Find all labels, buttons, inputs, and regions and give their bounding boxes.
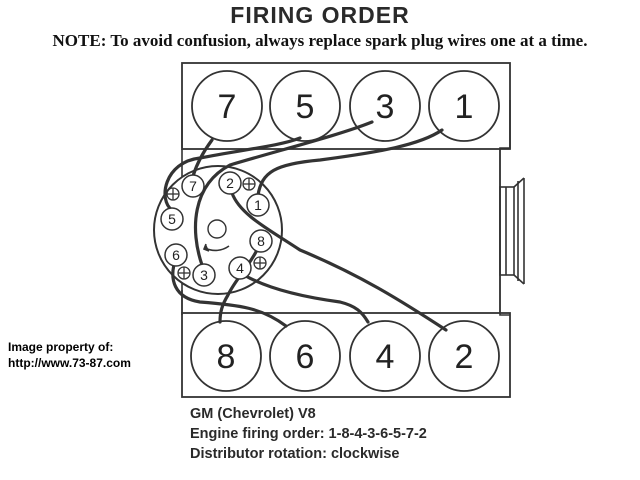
wire-7 xyxy=(191,138,214,178)
distributor-label-6: 6 xyxy=(172,247,180,263)
distributor-rotation-text: Distributor rotation: clockwise xyxy=(190,446,400,462)
cylinder-label-7: 7 xyxy=(218,88,237,126)
wire-1 xyxy=(256,128,444,197)
distributor-label-2: 2 xyxy=(226,175,234,191)
distributor-terminal-5 xyxy=(160,207,184,231)
cylinder-label-8: 8 xyxy=(217,338,236,376)
rotation-arrow-icon xyxy=(202,243,230,252)
wire-6 xyxy=(171,256,288,328)
cylinder-label-1: 1 xyxy=(455,88,474,126)
distributor-terminal-7 xyxy=(181,174,205,198)
bottom-cylinder-bank xyxy=(181,312,511,398)
cylinder-6 xyxy=(269,320,341,392)
distributor-terminal-3 xyxy=(192,263,216,287)
rotor-center xyxy=(207,219,227,239)
image-credit-label: Image property of: xyxy=(8,340,114,354)
distributor-label-5: 5 xyxy=(168,211,176,227)
cylinder-2 xyxy=(428,320,500,392)
distributor-terminal-1 xyxy=(246,193,270,217)
cylinder-5 xyxy=(269,70,341,142)
distributor-terminal-4 xyxy=(228,256,252,280)
image-credit-url: http://www.73-87.com xyxy=(8,356,131,370)
cylinder-1 xyxy=(428,70,500,142)
firing-order-text: Engine firing order: 1-8-4-3-6-5-7-2 xyxy=(190,426,427,442)
distributor-terminal-8 xyxy=(249,229,273,253)
cap-screw-icon-upper-left xyxy=(166,187,180,201)
distributor-terminal-6 xyxy=(164,243,188,267)
cylinder-7 xyxy=(191,70,263,142)
distributor-label-4: 4 xyxy=(236,260,244,276)
wire-2 xyxy=(230,191,448,332)
distributor-label-8: 8 xyxy=(257,233,265,249)
distributor-label-3: 3 xyxy=(200,267,208,283)
wire-4 xyxy=(242,273,370,324)
cylinder-label-4: 4 xyxy=(376,338,395,376)
replacement-note: NOTE: To avoid confusion, always replace… xyxy=(52,31,588,50)
wire-3 xyxy=(193,120,374,267)
wire-5 xyxy=(163,136,302,212)
cylinder-8 xyxy=(190,320,262,392)
front-pulley xyxy=(499,177,525,285)
cylinder-label-6: 6 xyxy=(296,338,315,376)
cap-screw-icon-lower-right xyxy=(253,256,267,270)
cap-screw-icon-upper-right xyxy=(242,177,256,191)
cylinder-4 xyxy=(349,320,421,392)
cap-screw-icon-lower-left xyxy=(177,266,191,280)
cylinder-label-5: 5 xyxy=(296,88,315,126)
cylinder-label-2: 2 xyxy=(455,338,474,376)
distributor-label-1: 1 xyxy=(254,197,262,213)
cylinder-label-3: 3 xyxy=(376,88,395,126)
distributor-terminal-2 xyxy=(218,171,242,195)
distributor-label-7: 7 xyxy=(189,178,197,194)
top-cylinder-bank xyxy=(181,62,511,150)
engine-name: GM (Chevrolet) V8 xyxy=(190,406,316,422)
diagram-title: FIRING ORDER xyxy=(230,2,410,28)
